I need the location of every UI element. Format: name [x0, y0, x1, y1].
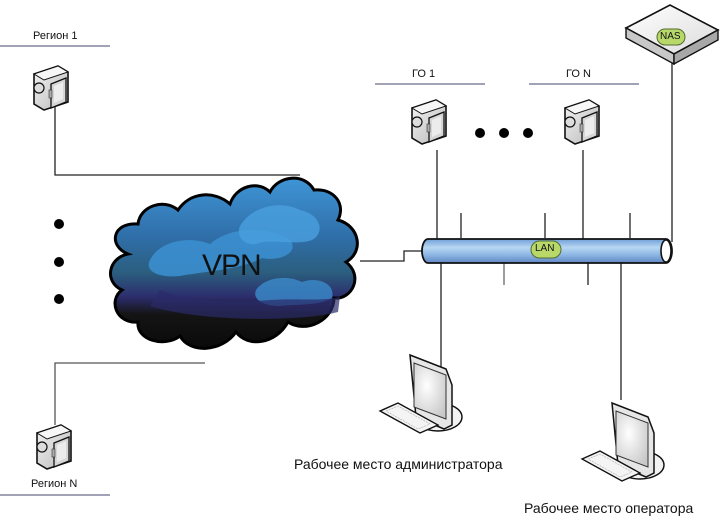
label-vpn: VPN: [202, 249, 262, 282]
label-region-n: Регион N: [31, 478, 78, 490]
line-regionN-vpn: [54, 362, 205, 425]
vpn-cloud: [109, 176, 359, 350]
camera-go-1: [411, 99, 447, 145]
camera-region-1: [33, 65, 69, 111]
label-lan: LAN: [535, 243, 555, 254]
workstation-admin: [379, 354, 463, 434]
label-region-1: Регион 1: [33, 30, 78, 42]
label-go-n: ГО N: [566, 68, 591, 80]
lan-bus: [421, 238, 673, 264]
line-region1-vpn: [54, 100, 300, 176]
label-nas: NAS: [660, 31, 681, 42]
label-admin-workstation: Рабочее место администратора: [294, 456, 503, 472]
camera-region-n: [36, 424, 72, 470]
ellipsis-horizontal: [475, 128, 533, 138]
line-vpn-lan: [360, 250, 422, 262]
lan-tag: [530, 240, 562, 259]
connection-lines: [54, 38, 673, 425]
nas-device: [624, 4, 720, 66]
workstation-operator: [581, 402, 665, 482]
label-go-1: ГО 1: [412, 68, 436, 80]
ellipsis-vertical: [54, 219, 64, 304]
label-underlines: [0, 45, 639, 496]
label-operator-workstation: Рабочее место оператора: [524, 500, 694, 516]
camera-go-n: [564, 99, 600, 145]
